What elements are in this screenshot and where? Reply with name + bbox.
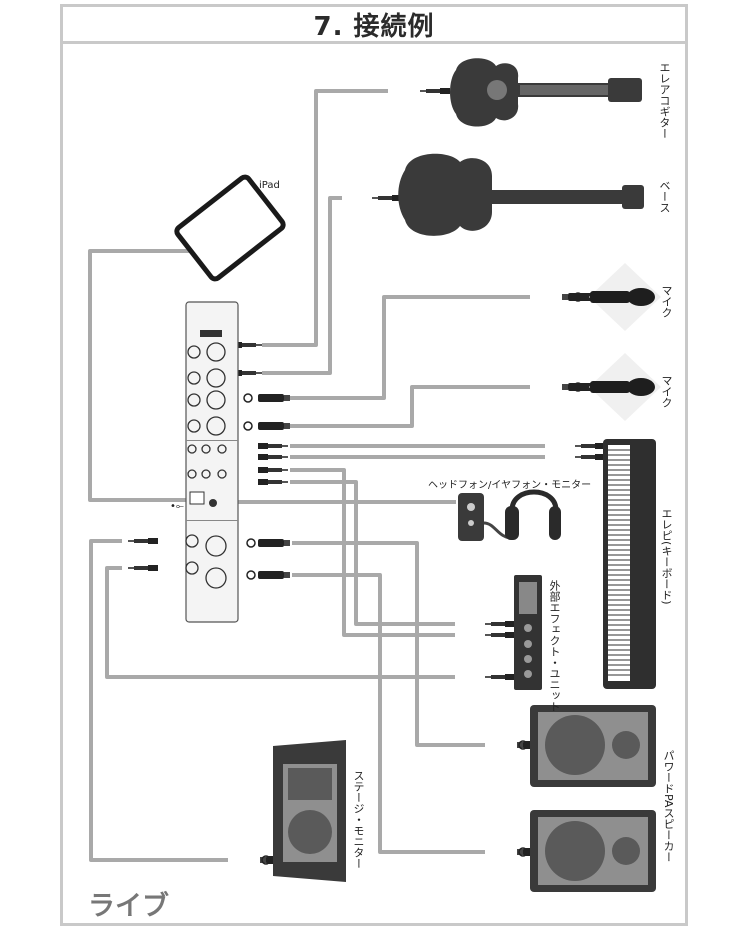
label-effects: 外部エフェクト・ユニット	[548, 580, 561, 712]
keyboard-device	[603, 439, 656, 689]
mic-2-device	[589, 353, 661, 421]
cable-bass	[262, 196, 342, 375]
stage-monitor-device	[273, 740, 346, 882]
label-keyboard: エレピ(キーボード)	[660, 508, 673, 605]
cable-mic-2	[290, 385, 530, 428]
cable-pa-2	[292, 573, 485, 854]
mixer-device	[185, 301, 239, 623]
svg-text:•⟜: •⟜	[170, 501, 184, 512]
label-ipad: iPad	[259, 180, 280, 191]
label-guitar: エレアコギター	[658, 62, 671, 139]
plugs	[128, 88, 605, 865]
cable-guitar	[262, 89, 388, 347]
cable-pa-1	[292, 541, 485, 747]
label-stage-monitor: ステージ・モニター	[352, 770, 365, 869]
effects-unit-device	[514, 575, 542, 690]
cable-effects-send	[290, 468, 455, 637]
bass-device	[398, 153, 644, 236]
headphones-device	[505, 489, 561, 540]
pa-speaker-1-device	[530, 705, 656, 787]
cable-effects-return	[290, 480, 455, 626]
cable-effects-aux	[105, 566, 455, 679]
label-headphones: ヘッドフォン/イヤフォン・モニター	[428, 480, 592, 491]
section-title-bar: 7. 接続例	[60, 4, 688, 44]
label-bass: ベース	[658, 180, 671, 213]
headphone-amp-device	[458, 493, 513, 541]
section-title: 7. 接続例	[313, 11, 435, 42]
ipad-device	[174, 174, 286, 282]
cable-monitor	[89, 539, 228, 862]
cable-mic-1	[290, 295, 530, 400]
cables	[88, 89, 545, 862]
label-mic-2: マイク	[660, 375, 673, 408]
label-mic-1: マイク	[660, 285, 673, 318]
scene-label: ライブ	[88, 891, 169, 922]
label-powered-pa: パワードPAスピーカー	[662, 750, 675, 863]
cable-ipad	[88, 249, 200, 502]
mic-1-device	[589, 263, 661, 331]
pa-speaker-2-device	[530, 810, 656, 892]
guitar-device	[450, 58, 642, 127]
